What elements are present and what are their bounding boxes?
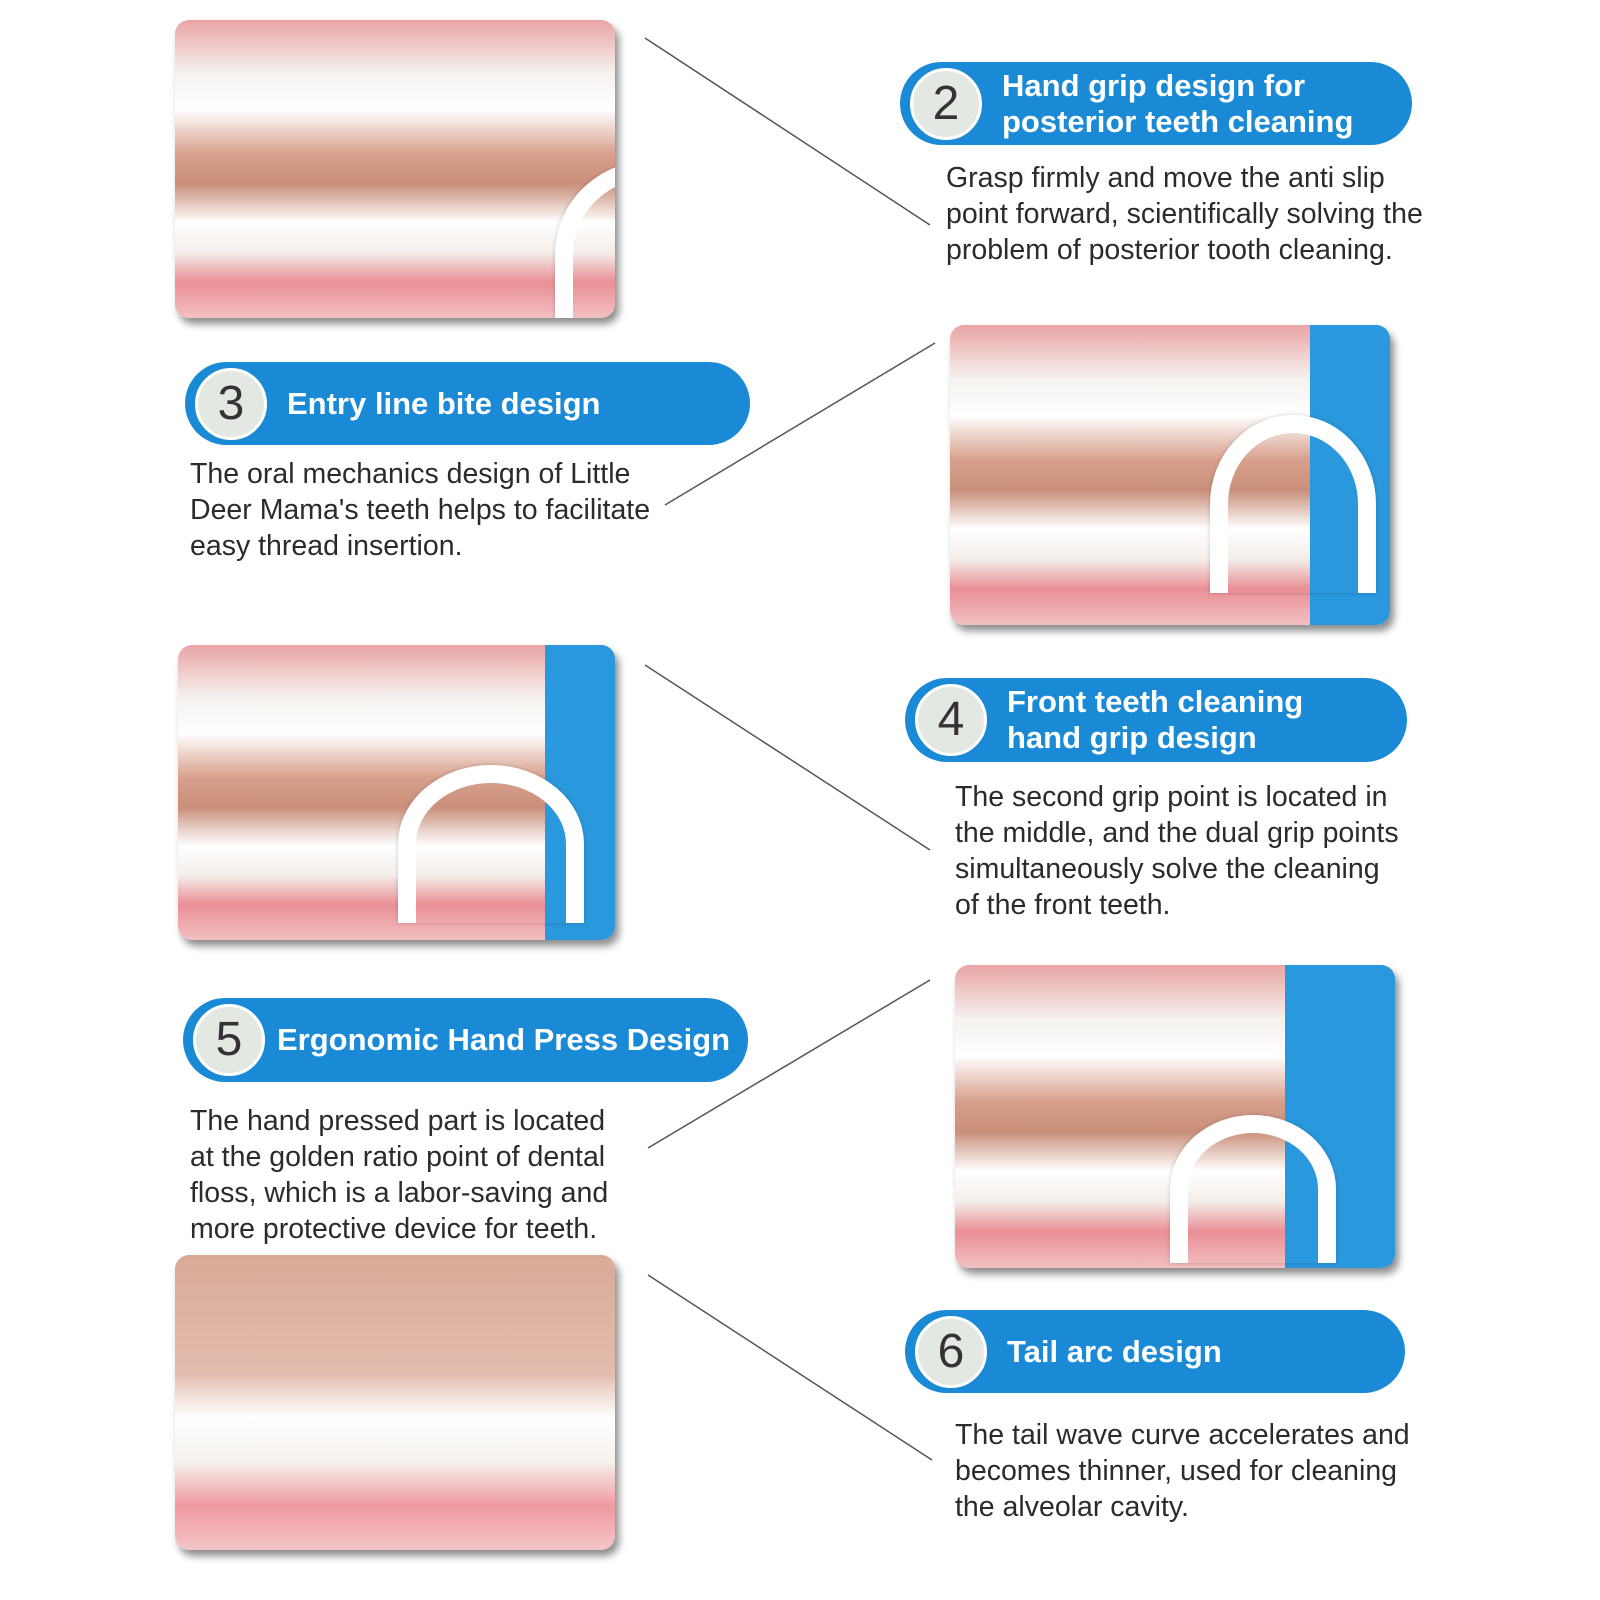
feature-badge-4: 4 Front teeth cleaning hand grip design: [905, 678, 1407, 762]
number-circle-icon: 5: [193, 1004, 265, 1076]
feature-description: The tail wave curve accelerates and beco…: [955, 1419, 1410, 1523]
connector-line: [647, 979, 931, 1149]
feature-title: Front teeth cleaning hand grip design: [1007, 684, 1304, 755]
feature-badge-3: 3 Entry line bite design: [185, 362, 750, 445]
number-circle-icon: 2: [910, 67, 982, 140]
feature-description: The second grip point is located in the …: [955, 781, 1399, 921]
feature-badge-5: 5 Ergonomic Hand Press Design: [183, 998, 748, 1082]
connector-line: [644, 37, 931, 226]
number-circle-icon: 6: [915, 1315, 987, 1388]
feature-description: The oral mechanics design of Little Deer…: [190, 458, 651, 562]
floss-pick-icon: [1210, 415, 1376, 593]
feature-badge-6: 6 Tail arc design: [905, 1310, 1405, 1393]
photo-posterior-teeth-floss: [175, 20, 615, 318]
feature-title: Tail arc design: [1007, 1333, 1222, 1369]
photo-entry-line-bite: [950, 325, 1390, 625]
feature-description: The hand pressed part is located at the …: [190, 1105, 609, 1245]
photo-hand-press: [955, 965, 1395, 1268]
photo-front-teeth-grip: [178, 645, 615, 940]
feature-title: Entry line bite design: [287, 385, 601, 421]
floss-pick-icon: [555, 160, 615, 318]
connector-line: [647, 1274, 933, 1461]
photo-tail-arc: [175, 1255, 615, 1550]
connector-line: [644, 664, 931, 851]
number-circle-icon: 3: [195, 367, 267, 440]
floss-pick-icon: [1170, 1115, 1336, 1263]
feature-badge-2: 2 Hand grip design for posterior teeth c…: [900, 62, 1412, 145]
floss-pick-icon: [398, 765, 584, 923]
number-circle-icon: 4: [915, 684, 987, 756]
feature-description: Grasp firmly and move the anti slip poin…: [946, 162, 1423, 266]
connector-line: [664, 342, 936, 506]
feature-title: Ergonomic Hand Press Design: [277, 1022, 731, 1057]
feature-title: Hand grip design for posterior teeth cle…: [1002, 67, 1354, 139]
